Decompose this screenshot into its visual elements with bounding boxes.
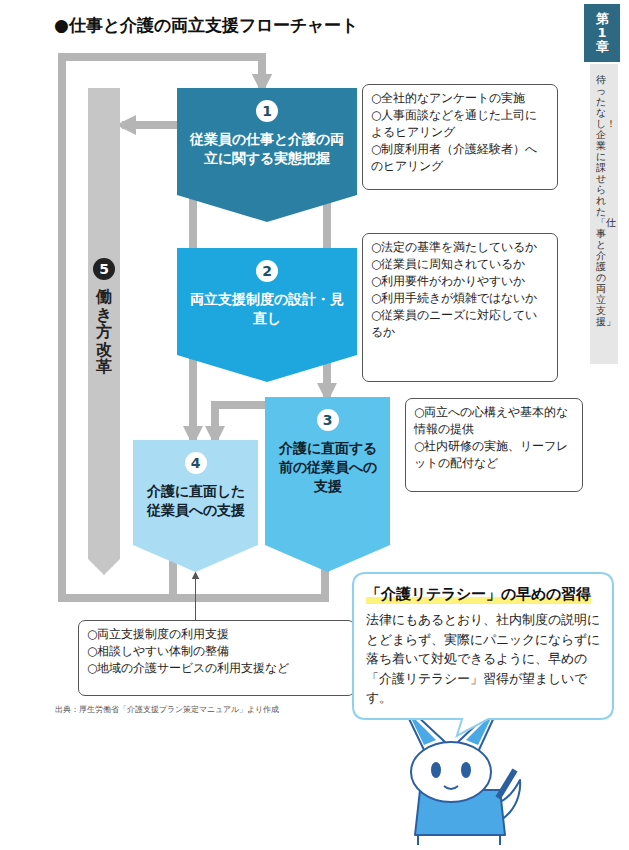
callout-number: 1 bbox=[256, 100, 278, 122]
note-box: ○法定の基準を満たしているか○従業員に周知されているか○利用要件がわかりやすいか… bbox=[362, 233, 558, 382]
box-fill bbox=[177, 248, 357, 382]
source-note: 出典：厚生労働省「介護支援プラン策定マニュアル」より作成 bbox=[55, 704, 279, 715]
list-item: ○両立支援制度の利用支援 bbox=[87, 626, 346, 643]
box-fill bbox=[177, 88, 357, 222]
callout-number: 3 bbox=[317, 409, 339, 431]
callout-number: 4 bbox=[185, 452, 207, 474]
list-item: ○従業員に周知されているか bbox=[371, 256, 549, 273]
note-box: ○全社的なアンケートの実施○人事面談などを通じた上司によるヒアリング○制度利用者… bbox=[362, 84, 558, 190]
process-box: 3 介護に直面する前の従業員への支援 bbox=[265, 397, 390, 572]
list-item: ○制度利用者（介護経験者）へのヒアリング bbox=[371, 141, 549, 175]
chapter-heading: 待ったなし！ 企業に課せられた「仕事と介護の両立支援」 bbox=[596, 74, 606, 327]
chapter-label: 第1章 bbox=[596, 12, 609, 55]
list-item: ○法定の基準を満たしているか bbox=[371, 239, 549, 256]
callout-number: 2 bbox=[256, 260, 278, 282]
list-item: ○利用要件がわかりやすいか bbox=[371, 273, 549, 290]
bubble-heading: 「介護リテラシー」の早めの習得 bbox=[366, 585, 591, 604]
leader-arrow bbox=[195, 573, 196, 620]
bubble-outline bbox=[353, 573, 613, 736]
list-item: ○地域の介護サービスの利用支援など bbox=[87, 660, 346, 677]
list-item: ○社内研修の実施、リーフレットの配付など bbox=[414, 438, 574, 472]
callout-number: 5 bbox=[93, 258, 115, 280]
process-box: 1 従業員の仕事と介護の両立に関する実態把握 bbox=[177, 88, 357, 222]
list-item: ○利用手続きが煩雑ではないか bbox=[371, 290, 549, 307]
note-box: ○両立への心構えや基本的な情報の提供○社内研修の実施、リーフレットの配付など bbox=[405, 398, 583, 492]
diagram-title: ●仕事と介護の両立支援フローチャート bbox=[54, 14, 358, 37]
list-item: ○両立への心構えや基本的な情報の提供 bbox=[414, 404, 574, 438]
flow-arrow bbox=[189, 352, 197, 440]
list-item: ○全社的なアンケートの実施 bbox=[371, 90, 549, 107]
note-box: ○両立支援制度の利用支援○相談しやすい体制の整備○地域の介護サービスの利用支援な… bbox=[78, 620, 355, 696]
process-box: 4 介護に直面した従業員への支援 bbox=[133, 440, 258, 572]
chapter-tab: 第1章 bbox=[584, 4, 620, 62]
box-fill bbox=[133, 440, 258, 572]
list-item: ○人事面談などを通じた上司によるヒアリング bbox=[371, 107, 549, 141]
box-fill bbox=[265, 397, 390, 572]
mascot bbox=[400, 700, 520, 845]
list-item: ○相談しやすい体制の整備 bbox=[87, 643, 346, 660]
box-label: 両立支援制度の設計・見直し bbox=[185, 290, 349, 328]
list-item: ○従業員のニーズに対応しているか bbox=[371, 307, 549, 341]
speech-bubble: 「介護リテラシー」の早めの習得法律にもあるとおり、社内制度の説明にとどまらず、実… bbox=[352, 572, 614, 720]
flow-arrow bbox=[215, 405, 267, 440]
box-label: 働き方改革 bbox=[96, 288, 112, 376]
box-label: 介護に直面した従業員への支援 bbox=[141, 482, 250, 520]
side-strip bbox=[590, 64, 618, 364]
band-arrow: 5 働き方改革 bbox=[88, 88, 120, 575]
box-label: 介護に直面する前の従業員への支援 bbox=[273, 439, 382, 496]
box-label: 従業員の仕事と介護の両立に関する実態把握 bbox=[185, 130, 349, 168]
bubble-body: 法律にもあるとおり、社内制度の説明にとどまらず、実際にパニックにならずに落ち着い… bbox=[366, 610, 600, 708]
flow-arrow bbox=[122, 121, 177, 129]
process-box: 2 両立支援制度の設計・見直し bbox=[177, 248, 357, 382]
box-fill bbox=[88, 88, 120, 575]
